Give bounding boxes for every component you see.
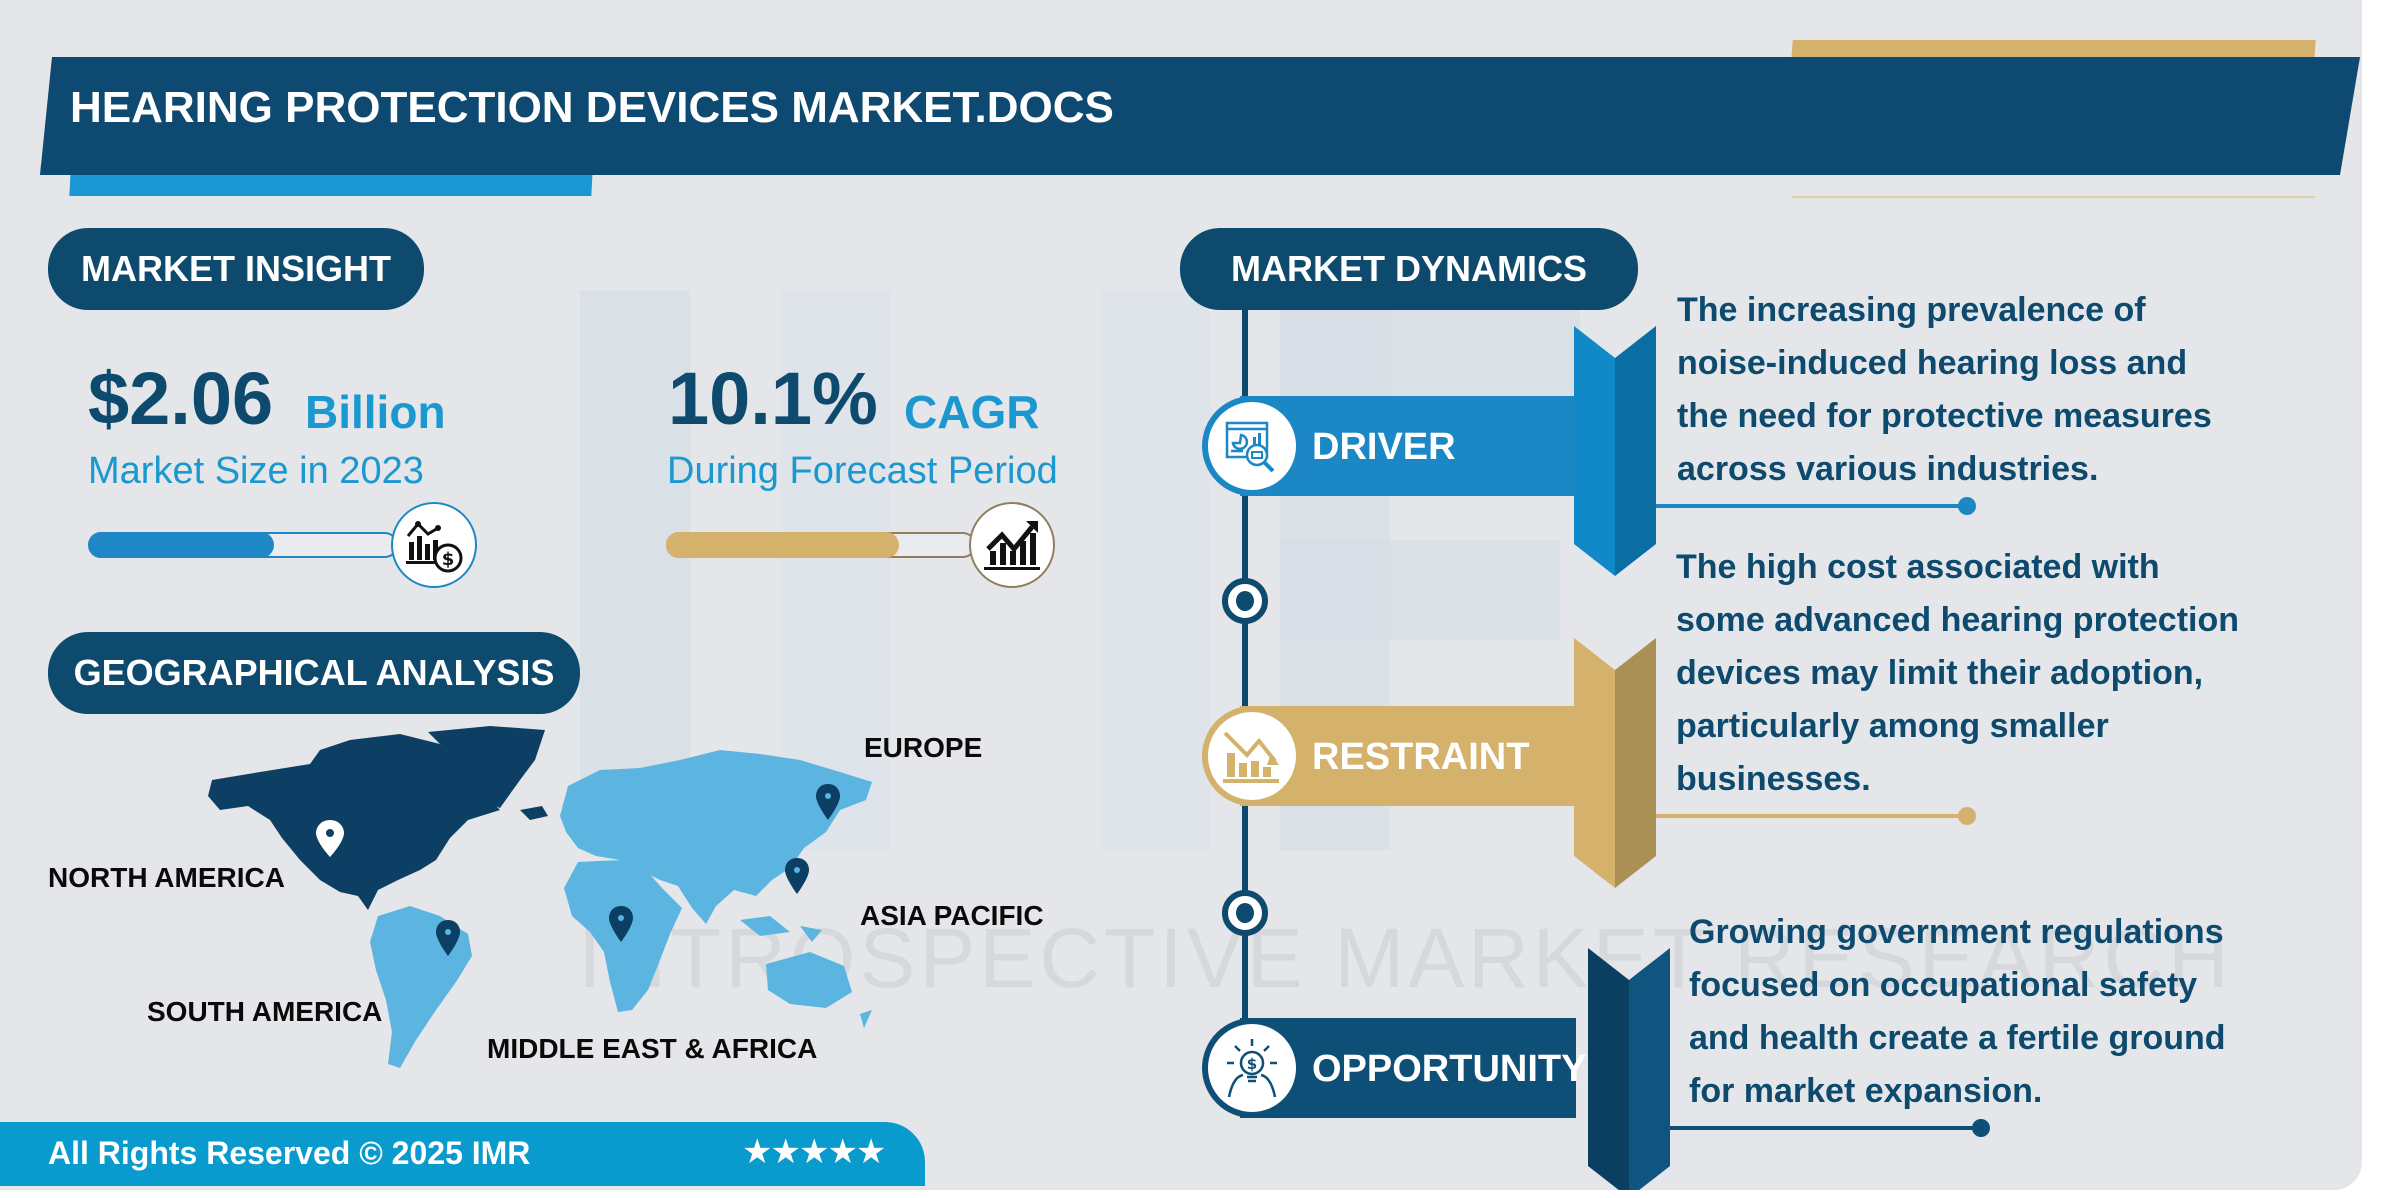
restraint-label: RESTRAINT (1312, 736, 1530, 778)
region-label-europe: EUROPE (864, 732, 983, 763)
south-america-pin-icon (436, 920, 460, 956)
dynamics-timeline (1242, 300, 1248, 1080)
market-insight-heading: MARKET INSIGHT (48, 228, 424, 310)
region-label-south-america: SOUTH AMERICA (147, 996, 383, 1027)
restraint-connector (1656, 814, 1966, 818)
infographic-page: INTROSPECTIVE MARKET RESEARCH HEARING PR… (0, 0, 2362, 1190)
header-gold-line (1792, 196, 2315, 198)
driver-ribbon (1574, 326, 1656, 576)
analytics-magnifier-icon (1202, 396, 1302, 496)
world-map (208, 726, 872, 1068)
cagr-progress (666, 532, 976, 558)
north-america-pin-icon (316, 820, 344, 857)
timeline-node (1222, 578, 1268, 624)
opportunity-ribbon (1588, 948, 1670, 1190)
restraint-text: The high cost associated with some advan… (1676, 548, 2240, 798)
timeline-node (1222, 890, 1268, 936)
restraint-connector-dot (1958, 807, 1976, 825)
opportunity-label: OPPORTUNITY (1312, 1048, 1587, 1090)
cagr-progress-fill (666, 532, 899, 558)
europe-pin-icon (816, 784, 840, 820)
copyright-text: All Rights Reserved © 2025 IMR (48, 1135, 531, 1171)
dollar-lightbulb-icon: $ (1202, 1018, 1302, 1118)
map-eurasia (560, 750, 872, 924)
middle-east-africa-pin-icon (609, 906, 633, 942)
map-north-america (208, 734, 500, 910)
chart-dollar-icon: $ (391, 502, 477, 588)
map-australia (766, 952, 852, 1008)
region-label-asia-pacific: ASIA PACIFIC (860, 900, 1044, 931)
market-size-unit: Billion (305, 386, 446, 438)
page-title: HEARING PROTECTION DEVICES MARKET.DOCS (70, 83, 1114, 132)
region-label-north-america: NORTH AMERICA (48, 862, 285, 893)
opportunity-connector-dot (1972, 1119, 1990, 1137)
driver-label: DRIVER (1312, 426, 1456, 468)
restraint-ribbon (1574, 638, 1656, 888)
svg-text:$: $ (442, 549, 455, 570)
cagr-unit: CAGR (904, 386, 1040, 438)
cagr-value: 10.1% (668, 357, 878, 440)
opportunity-connector (1670, 1126, 1980, 1130)
growth-chart-icon (969, 502, 1055, 588)
market-size-progress-fill (88, 532, 274, 558)
market-dynamics-heading: MARKET DYNAMICS (1180, 228, 1638, 310)
footer-bar: All Rights Reserved © 2025 IMR ★★★★★ (0, 1122, 925, 1186)
declining-chart-icon (1202, 706, 1302, 806)
header-banner (40, 57, 2360, 175)
cagr-caption: During Forecast Period (667, 450, 1058, 492)
svg-text:$: $ (1247, 1055, 1257, 1073)
geographical-analysis-heading: GEOGRAPHICAL ANALYSIS (48, 632, 580, 714)
driver-text: The increasing prevalence of noise-induc… (1677, 291, 2212, 488)
asia-pacific-pin-icon (785, 858, 809, 894)
region-label-middle-east-africa: MIDDLE EAST & AFRICA (487, 1033, 818, 1064)
market-size-caption: Market Size in 2023 (88, 450, 424, 492)
rating-stars-icon: ★★★★★ (742, 1133, 886, 1171)
opportunity-text: Growing government regulations focused o… (1689, 913, 2226, 1110)
map-greenland (428, 726, 545, 808)
market-size-progress (88, 532, 398, 558)
market-size-value: $2.06 (88, 357, 274, 440)
driver-connector-dot (1958, 497, 1976, 515)
driver-connector (1656, 504, 1966, 508)
